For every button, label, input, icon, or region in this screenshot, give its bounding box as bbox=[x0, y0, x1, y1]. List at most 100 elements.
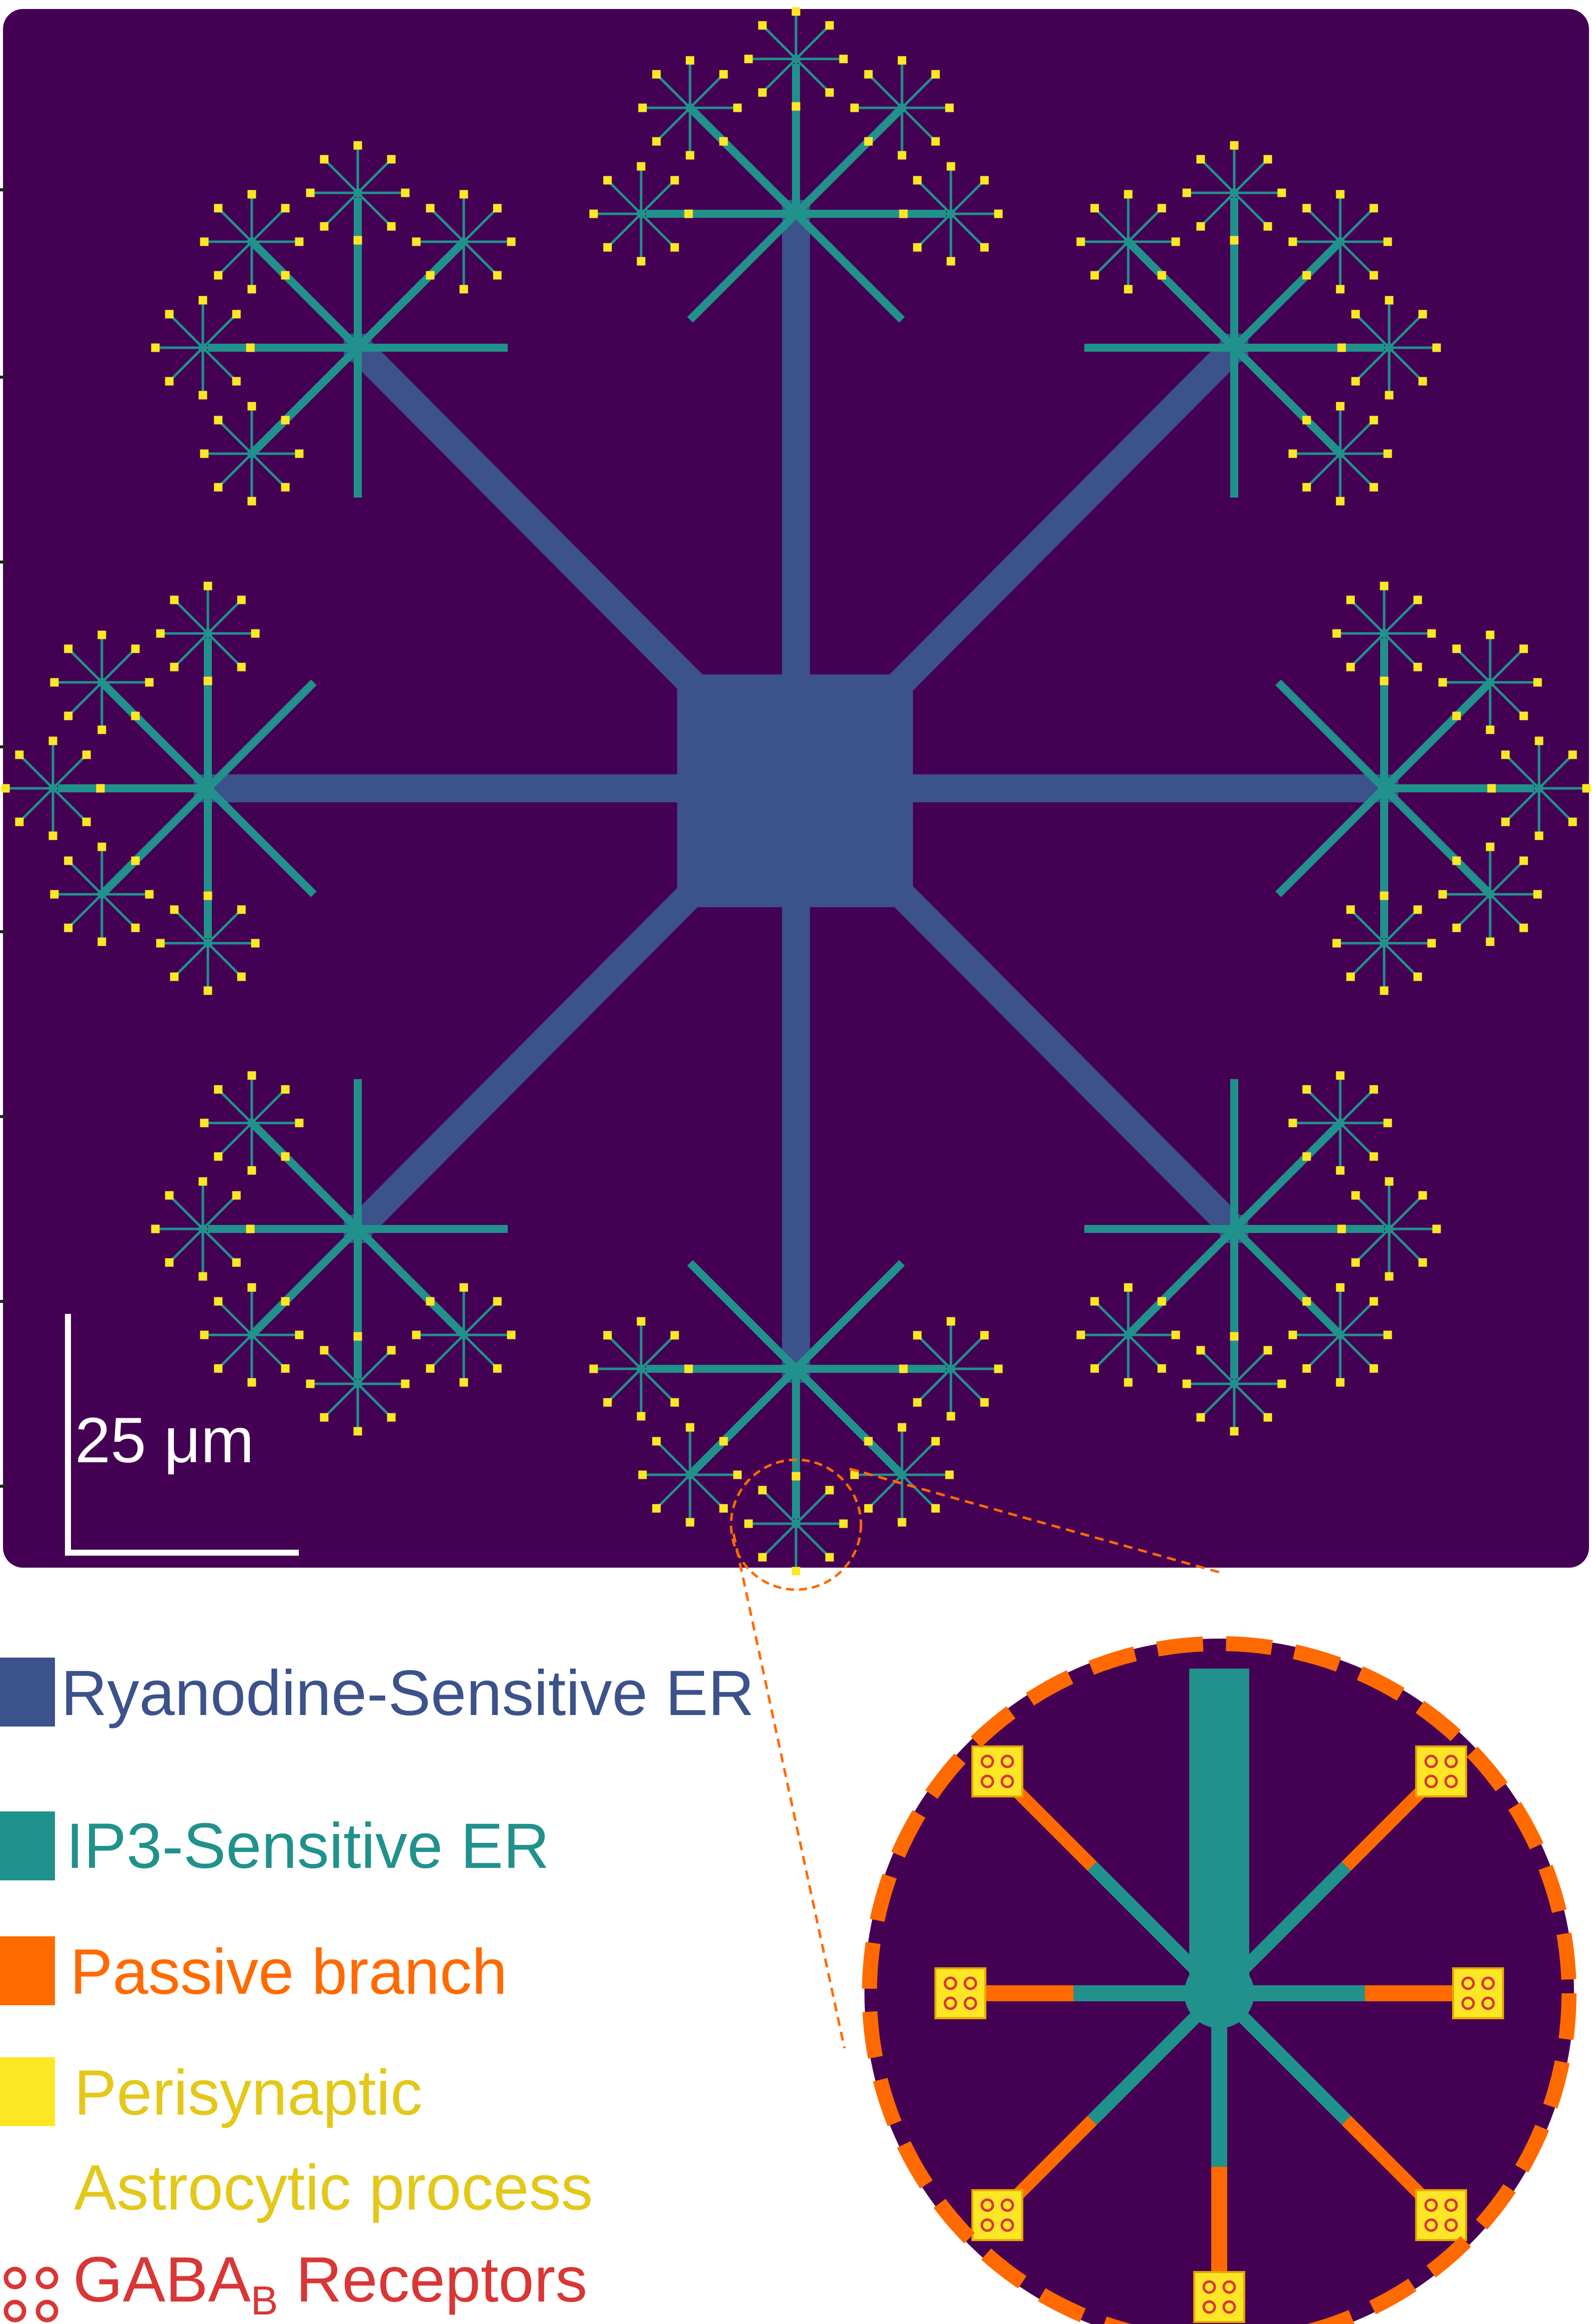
perisynaptic-process bbox=[306, 188, 315, 197]
perisynaptic-process bbox=[864, 1437, 873, 1446]
ip3-spoke bbox=[323, 192, 359, 227]
perisynaptic-process bbox=[1332, 939, 1341, 948]
ip3-subhub bbox=[792, 1519, 800, 1528]
perisynaptic-process bbox=[1090, 1364, 1099, 1373]
perisynaptic-process bbox=[214, 1364, 223, 1373]
ip3-spoke bbox=[689, 73, 725, 109]
ip3-spoke bbox=[1093, 241, 1129, 276]
ip3-spoke bbox=[52, 787, 87, 823]
ip3-spoke bbox=[173, 909, 209, 944]
zoom-gaba-receptor bbox=[980, 1754, 994, 1768]
perisynaptic-process bbox=[1519, 644, 1528, 653]
perisynaptic-process bbox=[897, 151, 906, 160]
ip3-subhub bbox=[97, 890, 106, 899]
zoom-gaba-receptor bbox=[1444, 2198, 1458, 2212]
ip3-spoke bbox=[867, 1474, 903, 1510]
perisynaptic-process bbox=[507, 1330, 516, 1339]
zoom-gaba-receptor bbox=[980, 2218, 994, 2232]
perisynaptic-process bbox=[1519, 923, 1528, 932]
perisynaptic-process bbox=[1380, 676, 1389, 685]
ip3-spoke bbox=[901, 1474, 937, 1510]
ip3-subhub bbox=[1486, 677, 1495, 687]
perisynaptic-process bbox=[1124, 285, 1133, 294]
perisynaptic-process bbox=[353, 1427, 362, 1436]
ip3-subhub bbox=[1380, 629, 1389, 638]
zoom-gaba-receptor bbox=[1481, 1996, 1495, 2010]
perisynaptic-process bbox=[165, 377, 174, 386]
perisynaptic-process bbox=[603, 1331, 612, 1340]
gaba-receptor-circle bbox=[3, 2267, 26, 2290]
perisynaptic-process bbox=[320, 1346, 329, 1355]
perisynaptic-process bbox=[165, 1191, 174, 1200]
gaba-receptor-circle bbox=[3, 2300, 26, 2323]
zoom-passive-branch bbox=[1009, 1783, 1097, 1871]
perisynaptic-process bbox=[792, 1472, 800, 1481]
perisynaptic-process bbox=[946, 1412, 955, 1421]
ip3-spoke bbox=[916, 1368, 952, 1403]
perisynaptic-process bbox=[203, 581, 212, 590]
perisynaptic-process bbox=[1263, 1413, 1272, 1422]
zoom-ip3-group bbox=[1073, 1669, 1365, 2167]
perisynaptic-process bbox=[198, 1272, 207, 1281]
ip3-spoke bbox=[916, 213, 952, 248]
perisynaptic-process bbox=[1157, 204, 1166, 213]
ip3-subhub bbox=[198, 343, 207, 352]
perisynaptic-process bbox=[637, 162, 646, 171]
perisynaptic-process bbox=[1369, 1152, 1378, 1161]
perisynaptic-process bbox=[1277, 188, 1286, 197]
perisynaptic-process bbox=[306, 1379, 315, 1388]
ip3-spoke bbox=[463, 207, 499, 243]
ip3-subhub bbox=[1336, 1330, 1345, 1340]
perisynaptic-process bbox=[603, 176, 612, 185]
ip3-spoke bbox=[217, 1088, 253, 1124]
ip3-spoke bbox=[901, 1440, 937, 1476]
perisynaptic-process bbox=[64, 856, 73, 865]
ip3-spoke bbox=[640, 1368, 676, 1403]
perisynaptic-process bbox=[1302, 483, 1311, 492]
ip3-spoke bbox=[1355, 1194, 1390, 1230]
perisynaptic-process bbox=[198, 296, 207, 305]
perisynaptic-process bbox=[295, 1119, 304, 1128]
zoom-passive-branch bbox=[1009, 2116, 1097, 2203]
perisynaptic-process bbox=[295, 1330, 304, 1339]
perisynaptic-process bbox=[1385, 296, 1394, 305]
ip3-subhub bbox=[946, 209, 955, 218]
perisynaptic-process bbox=[232, 310, 241, 319]
zoom-passive-group bbox=[984, 1783, 1454, 2273]
zoom-inset bbox=[862, 1636, 1577, 2324]
perisynaptic-process bbox=[1196, 1346, 1205, 1355]
perisynaptic-process bbox=[237, 905, 246, 914]
perisynaptic-process bbox=[652, 70, 661, 79]
zoom-gaba-receptor bbox=[1444, 1774, 1458, 1788]
ip3-arm bbox=[793, 1260, 905, 1372]
perisynaptic-process bbox=[850, 1470, 859, 1479]
perisynaptic-process bbox=[1383, 449, 1392, 458]
perisynaptic-process bbox=[1336, 1283, 1345, 1292]
perisynaptic-process bbox=[200, 449, 209, 458]
gaba-receptor-circle bbox=[35, 2300, 58, 2323]
ip3-spoke bbox=[1388, 347, 1424, 382]
ryanodine-soma bbox=[677, 674, 913, 907]
perisynaptic-process bbox=[897, 1423, 906, 1432]
perisynaptic-process bbox=[684, 1364, 693, 1373]
ip3-spoke bbox=[1383, 909, 1419, 944]
perisynaptic-process bbox=[1346, 595, 1355, 604]
perisynaptic-process bbox=[1385, 1272, 1394, 1281]
perisynaptic-process bbox=[295, 449, 304, 458]
perisynaptic-process bbox=[945, 103, 954, 112]
perisynaptic-process bbox=[1351, 1191, 1360, 1200]
ip3-spoke bbox=[1306, 419, 1341, 455]
perisynaptic-process bbox=[1076, 237, 1085, 246]
ip3-spoke bbox=[1538, 754, 1574, 789]
perisynaptic-process bbox=[1157, 1297, 1166, 1306]
perisynaptic-process bbox=[246, 1224, 255, 1233]
zoom-gaba-receptor bbox=[1222, 2300, 1236, 2314]
ip3-spoke bbox=[1306, 453, 1341, 489]
ip3-spoke bbox=[168, 1228, 204, 1263]
ip3-spoke bbox=[251, 1122, 286, 1158]
ip3-spoke bbox=[357, 1349, 392, 1385]
ip3-spoke bbox=[207, 632, 242, 668]
perisynaptic-process bbox=[839, 54, 848, 63]
perisynaptic-process bbox=[64, 644, 73, 653]
perisynaptic-process bbox=[652, 1504, 661, 1513]
